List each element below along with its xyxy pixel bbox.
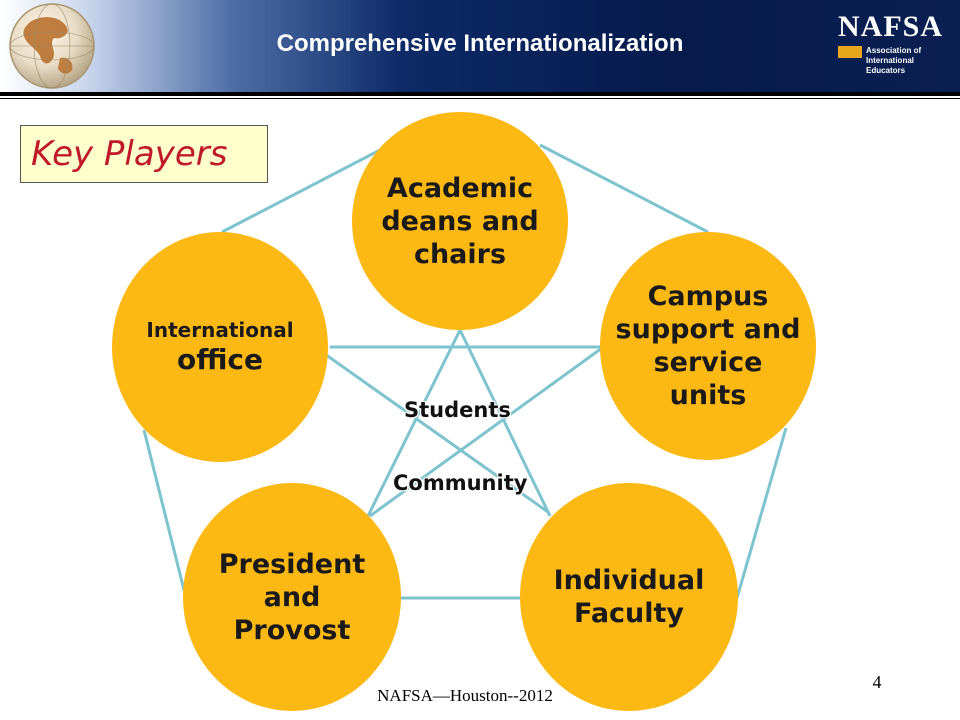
node-label: Academic deans and chairs xyxy=(381,172,539,270)
connector-line xyxy=(369,346,603,518)
connector-line xyxy=(458,329,552,517)
connector-line xyxy=(366,329,462,517)
footer-text: NAFSA—Houston--2012 xyxy=(377,686,553,705)
node-campus-support: Campus support and service units xyxy=(600,232,816,460)
connector-line xyxy=(221,148,381,234)
connector-line xyxy=(142,429,188,599)
node-label: President and Provost xyxy=(218,548,366,646)
globe-icon xyxy=(9,3,95,89)
header-rule xyxy=(0,92,960,96)
center-label-community: Community xyxy=(393,471,528,495)
node-individual-faculty: Individual Faculty xyxy=(520,483,738,711)
connector-line xyxy=(735,427,788,599)
node-label: Individual Faculty xyxy=(553,565,705,629)
node-international-office: International office xyxy=(112,232,328,462)
header-title: Comprehensive Internationalization xyxy=(276,30,684,57)
nafsa-logo: NAFSA Association of International Educa… xyxy=(838,12,948,76)
slide-heading: Key Players xyxy=(31,134,228,174)
logo-tagline-line: Association of xyxy=(866,46,922,55)
header-bar xyxy=(0,0,960,92)
connector-line xyxy=(539,143,709,234)
node-label-line: International xyxy=(146,318,294,342)
connector-line xyxy=(321,350,549,514)
node-president-provost: President and Provost xyxy=(183,483,401,711)
node-label: International office xyxy=(146,317,293,377)
node-label-line: office xyxy=(176,343,264,376)
logo-bar xyxy=(838,46,862,58)
node-label: Campus support and service units xyxy=(615,281,801,411)
header-rule-thin xyxy=(0,98,960,99)
logo-tagline: Association of International Educators xyxy=(866,46,948,76)
center-label-students: Students xyxy=(404,398,511,422)
page-number: 4 xyxy=(872,672,882,692)
node-academic-deans: Academic deans and chairs xyxy=(352,112,568,330)
logo-tagline-line: International Educators xyxy=(866,56,915,75)
logo-word: NAFSA xyxy=(838,10,944,43)
heading-box: Key Players xyxy=(20,125,268,183)
